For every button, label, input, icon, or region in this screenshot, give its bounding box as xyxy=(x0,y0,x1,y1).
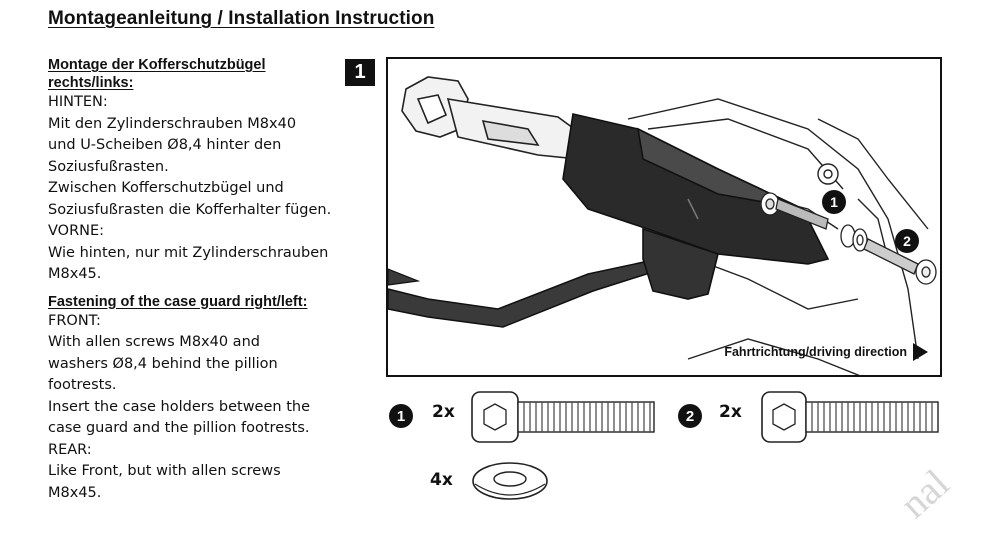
text-line: REAR: xyxy=(48,441,92,458)
heading-en: Fastening of the case guard right/left: xyxy=(48,293,308,310)
motorcycle-case-guard-drawing: 1 2 xyxy=(388,76,937,375)
pillion-footrest-shape xyxy=(401,76,590,160)
text-line: Like Front, but with allen screws xyxy=(48,463,281,479)
text-line: washers Ø8,4 behind the pillion xyxy=(48,355,278,372)
page-title: Montageanleitung / Installation Instruct… xyxy=(48,8,435,29)
case-holder-shape xyxy=(562,113,830,300)
case-guard-bar-shape xyxy=(388,258,659,328)
text-line: und U-Scheiben Ø8,4 hinter den xyxy=(48,137,282,153)
instruction-text: Montage der Kofferschutzbügel rechts/lin… xyxy=(48,56,332,505)
text-line: case guard and the pillion footrests. xyxy=(48,420,310,436)
body-en: FRONT: With allen screws M8x40 and washe… xyxy=(48,311,330,505)
heading-de-line: Montage der Kofferschutzbügel xyxy=(48,57,266,73)
screw-2-drawing xyxy=(863,238,937,285)
driving-direction: Fahrtrichtung/driving direction xyxy=(724,343,928,361)
text-line: Zwischen Kofferschutzbügel und xyxy=(48,180,284,196)
arrow-right-icon xyxy=(913,343,928,361)
part-quantity: 4x xyxy=(430,470,453,490)
text-line: Mit den Zylinderschrauben M8x40 xyxy=(48,115,297,132)
screw-1-drawing xyxy=(760,192,868,252)
heading-de-line: rechts/links: xyxy=(48,75,134,91)
part-quantity: 2x xyxy=(432,402,455,422)
allen-screw-icon xyxy=(761,391,939,443)
text-line: HINTEN: xyxy=(48,94,108,110)
allen-screw-icon xyxy=(471,391,655,443)
callout-2-label: 2 xyxy=(903,233,911,249)
text-line: footrests. xyxy=(48,377,117,393)
text-line: Soziusfußrasten. xyxy=(48,158,169,175)
text-line: Soziusfußrasten die Kofferhalter fügen. xyxy=(48,201,332,218)
body-de: HINTEN: Mit den Zylinderschrauben M8x40 … xyxy=(48,92,332,286)
part-number-badge: 1 xyxy=(389,404,413,428)
text-line: VORNE: xyxy=(48,223,105,239)
watermark: nal xyxy=(891,460,958,527)
callout-1: 1 xyxy=(822,190,846,214)
text-line: Insert the case holders between the xyxy=(48,398,310,415)
part-quantity: 2x xyxy=(719,402,742,422)
step-number-badge: 1 xyxy=(345,59,375,86)
washer-icon xyxy=(472,462,548,500)
heading-de: Montage der Kofferschutzbügel rechts/lin… xyxy=(48,56,330,92)
part-number-badge: 2 xyxy=(678,404,702,428)
text-line: M8x45. xyxy=(48,266,102,282)
installation-illustration: 1 2 Fahrtrichtung/driving direction xyxy=(386,57,942,377)
text-line: FRONT: xyxy=(48,312,101,329)
driving-direction-label: Fahrtrichtung/driving direction xyxy=(724,345,907,359)
text-line: Wie hinten, nur mit Zylinderschrauben xyxy=(48,244,329,261)
bar-end-shape xyxy=(388,268,421,286)
text-line: With allen screws M8x40 and xyxy=(48,334,260,350)
callout-1-label: 1 xyxy=(830,194,838,210)
callout-2: 2 xyxy=(895,229,919,253)
text-line: M8x45. xyxy=(48,484,102,501)
